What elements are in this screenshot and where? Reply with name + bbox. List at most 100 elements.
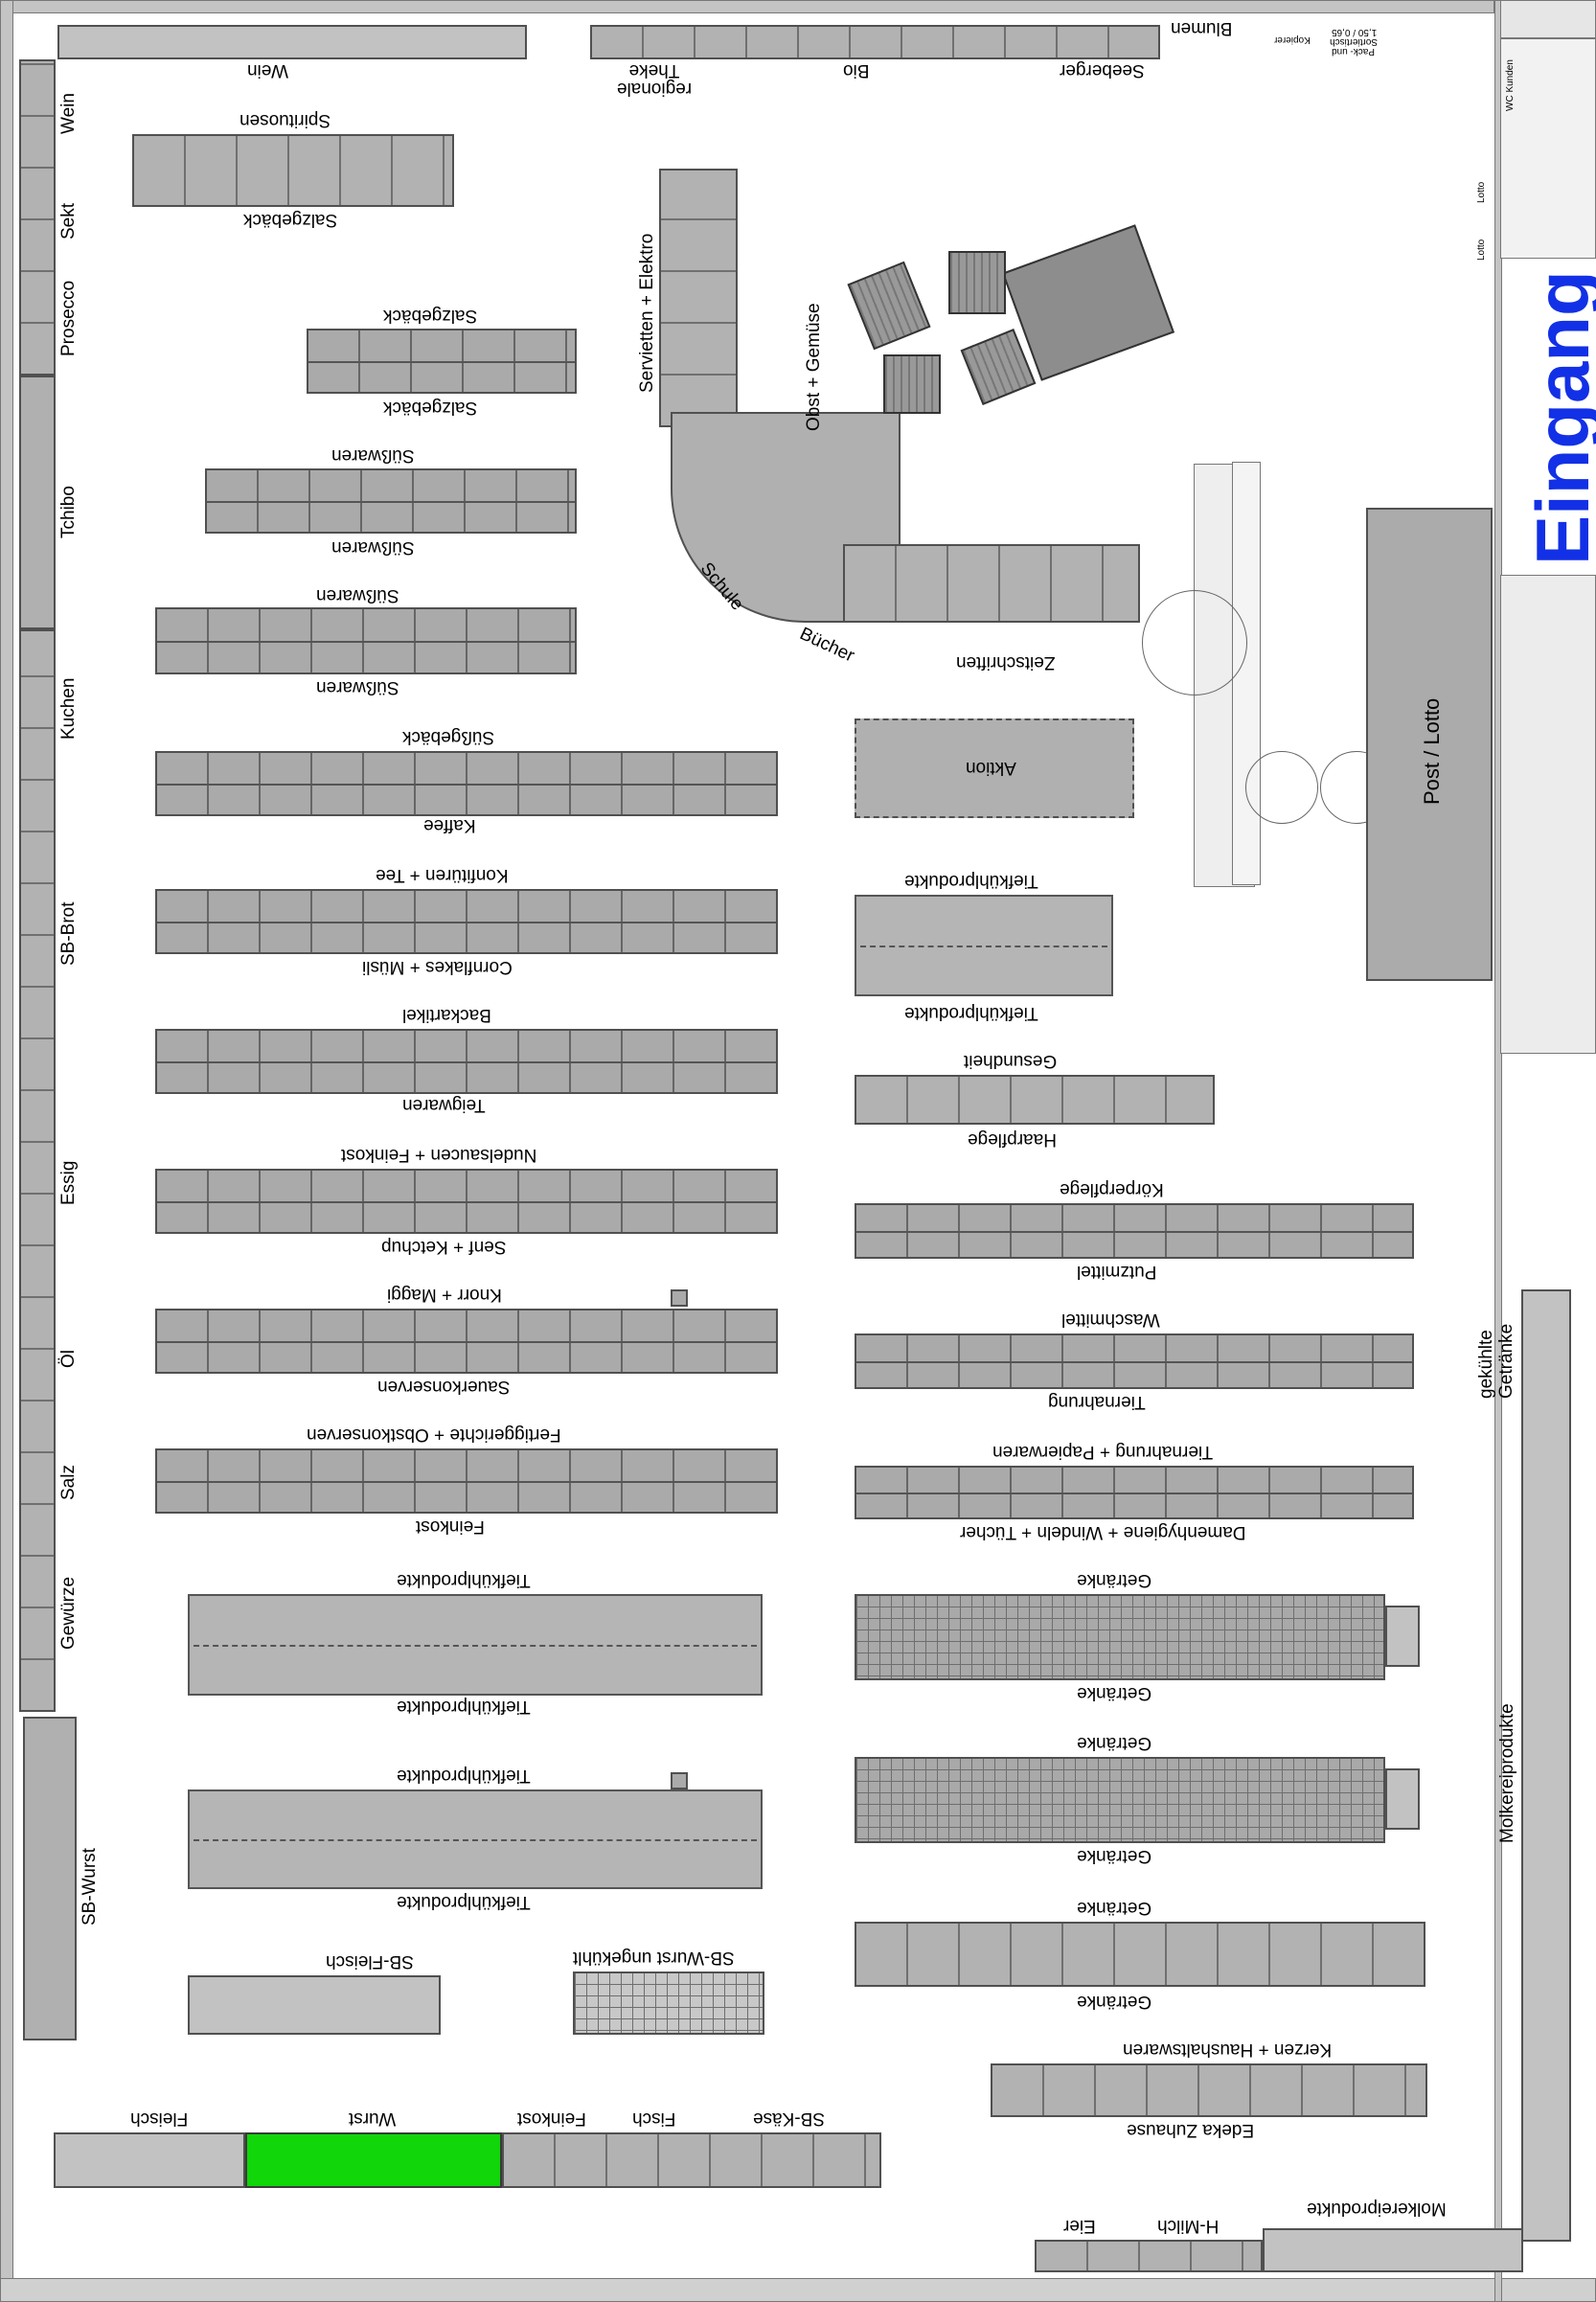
left-wall-gewuerze: Gewürze [58,1576,79,1650]
shelf-right-wall [1521,1289,1571,2242]
aisle-1-top: Spirituosen [239,110,331,130]
entrance-annex [1500,575,1596,1054]
shelf-spirituosen [132,134,454,207]
aisle-8-bottom: Senf + Ketchup [381,1237,507,1257]
aisle-6-top: Konfitüren + Tee [376,865,509,885]
shelf-waschmittel [855,1333,1414,1389]
shelf-eier [1035,2240,1263,2272]
bottom-h-milch-label: H-Milch [1157,2216,1220,2236]
shelf-koerperpflege [855,1203,1414,1259]
post-lotto-counter [1366,508,1493,981]
pillar-2 [671,1772,688,1789]
aisle-10-bottom: Feinkost [416,1516,485,1537]
aisle-5-bottom: Kaffee [423,815,476,835]
aisle-12-bottom: Tiefkühlprodukte [397,1892,531,1912]
shelf-getraenke-1-end [1385,1606,1420,1667]
shelf-kaffee [155,751,778,816]
kopierer-label: Kopierer [1274,34,1311,45]
aktion-label: Aktion [966,758,1016,778]
aisle-9-top: Knorr + Maggi [387,1285,502,1305]
freezer-2 [188,1789,763,1889]
aisle-2-bottom: Salzgebäck [383,398,478,418]
left-wall-essig: Essig [58,1160,79,1205]
shelf-konfitueren [155,889,778,954]
top-wall [0,0,1494,13]
right-aisle-1-bottom: Tiefkühlprodukte [904,1003,1038,1023]
left-wall [0,0,13,2302]
aisle-8-top: Nudelsaucen + Feinkost [341,1145,537,1165]
top-wall-seeberger-label: Seeberger [1060,60,1145,80]
annex-top [1500,0,1596,38]
produce-table-1 [847,261,931,351]
l-shelf-vertical [659,169,738,427]
shelf-suesswaren-2 [155,607,577,674]
door-swing-2 [1245,751,1318,824]
lotto-label-a: Lotto [1476,181,1487,203]
counter-fisch-label: Fisch [632,2108,676,2129]
produce-table-3 [883,354,941,414]
shelf-sb-fleisch [188,1975,441,2035]
aisle-10-top: Fertiggerichte + Obstkonserven [307,1425,561,1445]
left-wall-sb-brot: SB-Brot [58,901,79,966]
right-wall-molkerei: Molkereiprodukte [1497,1703,1517,1843]
left-wall-tchibo: Tchibo [58,486,79,538]
right-wall-gekuehlte: gekühlte Getränke [1476,1323,1516,1399]
shelf-left-tchibo [19,376,56,629]
door-swing-1 [1142,590,1247,695]
left-wall-prosecco: Prosecco [58,280,79,356]
lotto-label-b: Lotto [1476,239,1487,261]
pack-label-2: Sortiertisch [1330,36,1379,47]
top-wall-wein-label: Wein [247,60,288,80]
right-aisle-2-bottom: Haarpflege [968,1129,1057,1150]
counter-wurst-label: Wurst [349,2108,397,2129]
right-wall [1494,0,1502,2302]
produce-table-2 [948,251,1006,314]
l-shelf-zeitschriften: Zeitschriften [956,652,1056,672]
pillar-1 [671,1289,688,1307]
shelf-left-middle [19,629,56,1712]
aisle-3-top: Süßwaren [331,445,415,466]
right-aisle-6-bottom: Getränke [1077,1683,1152,1703]
freezer-right [855,895,1113,996]
counter-wurst [245,2132,502,2188]
right-aisle-9-top: Kerzen + Haushaltswaren [1123,2040,1333,2060]
aisle-7-bottom: Teigwaren [402,1095,486,1115]
shelf-suesswaren-1 [205,468,577,534]
shelf-top-regional [590,25,1160,59]
left-wall-sekt: Sekt [58,202,79,239]
left-wall-sb-wurst: SB-Wurst [80,1848,100,1926]
shelf-backartikel [155,1029,778,1094]
bottom-eier-label: Eier [1063,2216,1096,2236]
aktion-area [855,718,1134,818]
right-aisle-1-top: Tiefkühlprodukte [904,871,1038,891]
aisle-1-bottom: Salzgebäck [243,210,338,230]
l-shelf-horizontal [843,544,1140,623]
right-aisle-5-bottom: Damenhygiene + Windeln + Tücher [960,1522,1246,1542]
aisle-7-top: Backartikel [402,1005,491,1025]
bottom-wall [0,2278,1596,2302]
l-shelf-buecher: Bücher [796,624,857,667]
shelf-getraenke-2 [855,1757,1385,1843]
shelf-getraenke-1 [855,1594,1385,1680]
produce-label: Obst + Gemüse [804,303,824,431]
right-aisle-8-bottom: Getränke [1077,1992,1152,2012]
produce-table-4 [960,329,1037,405]
left-wall-oel: Öl [58,1350,79,1368]
aisle-5-top: Süßgebäck [402,727,495,747]
shelf-left-sb-wurst [23,1717,77,2040]
blumen-label: Blumen [1171,18,1233,38]
shelf-kerzen [991,2063,1427,2117]
right-aisle-3-bottom: Putzmittel [1077,1262,1157,1282]
aisle-9-bottom: Sauerkonserven [377,1377,511,1397]
right-aisle-5-top: Tiernahrung + Papierwaren [992,1442,1214,1462]
shelf-nudelsaucen [155,1169,778,1234]
aisle-4-top: Süßwaren [316,585,399,605]
pack-label-1: Pack- und [1332,46,1376,57]
shelf-fertiggerichte [155,1448,778,1514]
wc-label: WC Kunden [1505,59,1516,111]
right-aisle-7-top: Getränke [1077,1733,1152,1753]
produce-table-large [1001,224,1175,381]
pack-label-3: 1,50 / 0,65 [1332,27,1378,37]
shelf-getraenke-2-end [1385,1768,1420,1830]
